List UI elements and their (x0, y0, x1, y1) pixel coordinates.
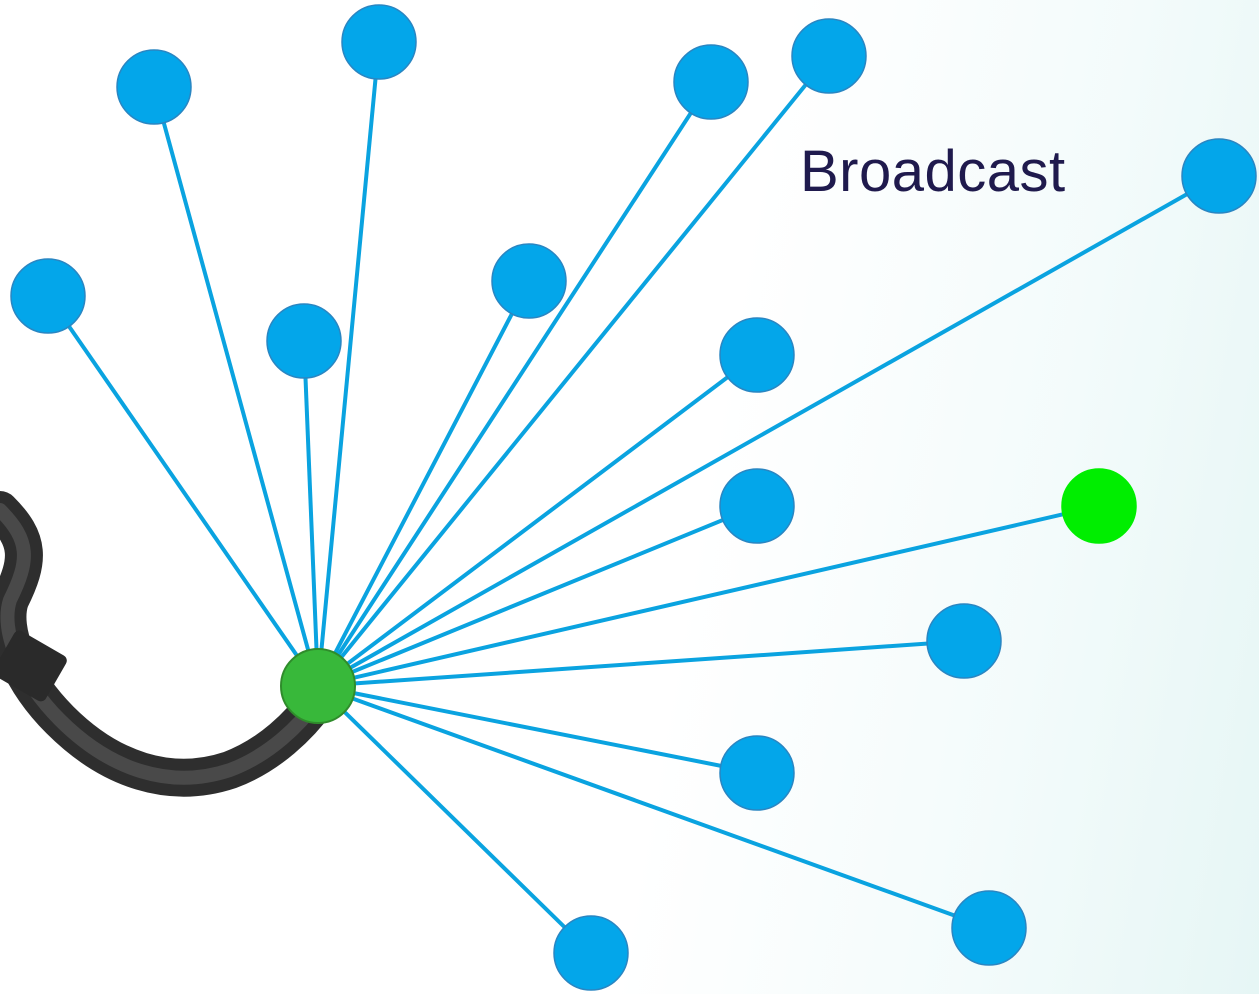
receiver-node-6 (10, 258, 86, 334)
edge-9 (316, 353, 759, 688)
edge-4 (316, 54, 831, 688)
receiver-node-9 (719, 317, 795, 393)
source-node (280, 648, 356, 724)
receiver-node-1 (116, 49, 192, 125)
edge-13 (317, 684, 758, 775)
highlighted-node (1061, 468, 1137, 544)
edge-11 (317, 504, 1100, 688)
receiver-node-2 (341, 4, 417, 80)
receiver-node-10 (719, 468, 795, 544)
edge-3 (316, 80, 713, 688)
edge-15 (316, 684, 593, 955)
edge-6 (46, 294, 320, 688)
edge-5 (317, 174, 1220, 688)
edge-8 (316, 280, 531, 687)
receiver-node-15 (553, 915, 629, 991)
edge-14 (317, 684, 990, 930)
edge-2 (316, 41, 381, 687)
receiver-node-4 (791, 18, 867, 94)
receiver-node-8 (491, 243, 567, 319)
edge-12 (317, 639, 965, 688)
edge-10 (317, 504, 758, 688)
edges-group (46, 41, 1220, 955)
receiver-node-14 (951, 890, 1027, 966)
receiver-node-3 (673, 44, 749, 120)
receiver-node-5 (1181, 138, 1257, 214)
edge-1 (152, 86, 320, 687)
usb-cable-icon (0, 491, 337, 797)
edge-7 (302, 340, 320, 687)
broadcast-label: Broadcast (800, 139, 1066, 204)
receiver-node-12 (926, 603, 1002, 679)
receiver-node-7 (266, 303, 342, 379)
nodes-group (10, 4, 1257, 991)
receiver-node-13 (719, 735, 795, 811)
